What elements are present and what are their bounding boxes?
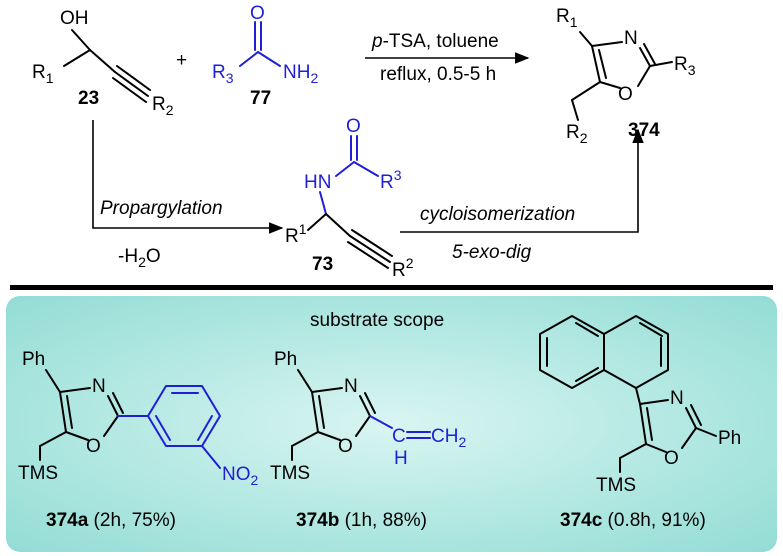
cycloisomerization-label: cycloisomerization [420,204,575,225]
c-tms-label: TMS [596,475,636,496]
i-r3-label: R3 [380,167,402,193]
section-divider [10,285,773,290]
reactant-77: R3 O NH2 77 [212,3,318,109]
oh-label: OH [60,8,89,29]
r1-label: R1 [32,62,54,86]
r3-label: R3 [212,62,234,86]
reactant-23: OH R1 R2 23 [32,8,174,118]
b-ph-label: Ph [274,349,297,370]
a-no2-label: NO2 [222,464,259,488]
compound-374b: Ph N O TMS C H CH2 374b (1h, 88%) [270,349,466,531]
scope-title: substrate scope [310,310,444,331]
propargylation-arrow [92,120,284,234]
b-n-label: N [344,376,358,397]
compound-id-77: 77 [250,88,271,109]
c-n-label: N [670,388,684,409]
water-loss-label: -H2O [118,246,161,270]
compound-id-374: 374 [628,120,660,141]
compound-id-23: 23 [78,88,99,109]
p-o-label: O [618,84,633,105]
carbonyl-o-label: O [250,3,265,24]
b-vinyl-h-label: H [394,448,408,469]
i-carbonyl-o-label: O [346,116,361,137]
a-caption: 374a (2h, 75%) [46,510,176,531]
b-o-label: O [338,436,353,457]
p-r3-label: R3 [674,54,696,78]
p-r2-label: R2 [566,122,588,146]
a-o-label: O [86,436,101,457]
exo-dig-label: 5-exo-dig [452,242,532,263]
compound-374c: N O Ph TMS 374c (0.8h, 91%) [539,315,741,531]
b-caption: 374b (1h, 88%) [296,510,427,531]
substrate-scope-panel [6,296,777,552]
cycloisomerization-arrow [400,128,644,233]
i-r1-label: R1 [285,221,307,247]
a-n-label: N [92,376,106,397]
compound-id-73: 73 [312,254,333,275]
p-r1-label: R1 [556,6,578,30]
p-n-label: N [624,28,638,49]
conditions-label: reflux, 0.5-5 h [380,64,496,85]
nh2-label: NH2 [283,62,318,86]
propargylation-label: Propargylation [100,198,223,219]
a-ph-label: Ph [22,349,45,370]
i-r2-label: R2 [392,255,414,281]
r2-label: R2 [152,94,174,118]
i-hn-label: HN [304,172,331,193]
a-tms-label: TMS [18,463,58,484]
intermediate-73: R1 HN O R3 R2 73 [285,116,414,281]
b-vinyl-c-label: C [392,426,406,447]
b-ch2-label: CH2 [431,426,466,450]
compound-374a: Ph N O TMS NO2 374a (2h, 75%) [18,349,259,531]
c-caption: 374c (0.8h, 91%) [560,510,706,531]
plus-sign: + [176,50,187,71]
b-tms-label: TMS [270,463,310,484]
c-o-label: O [664,448,679,469]
reagent-label: p-TSA, toluene [371,31,499,52]
product-374: R1 N O R3 R2 374 [556,6,696,146]
c-ph-label: Ph [718,428,741,449]
